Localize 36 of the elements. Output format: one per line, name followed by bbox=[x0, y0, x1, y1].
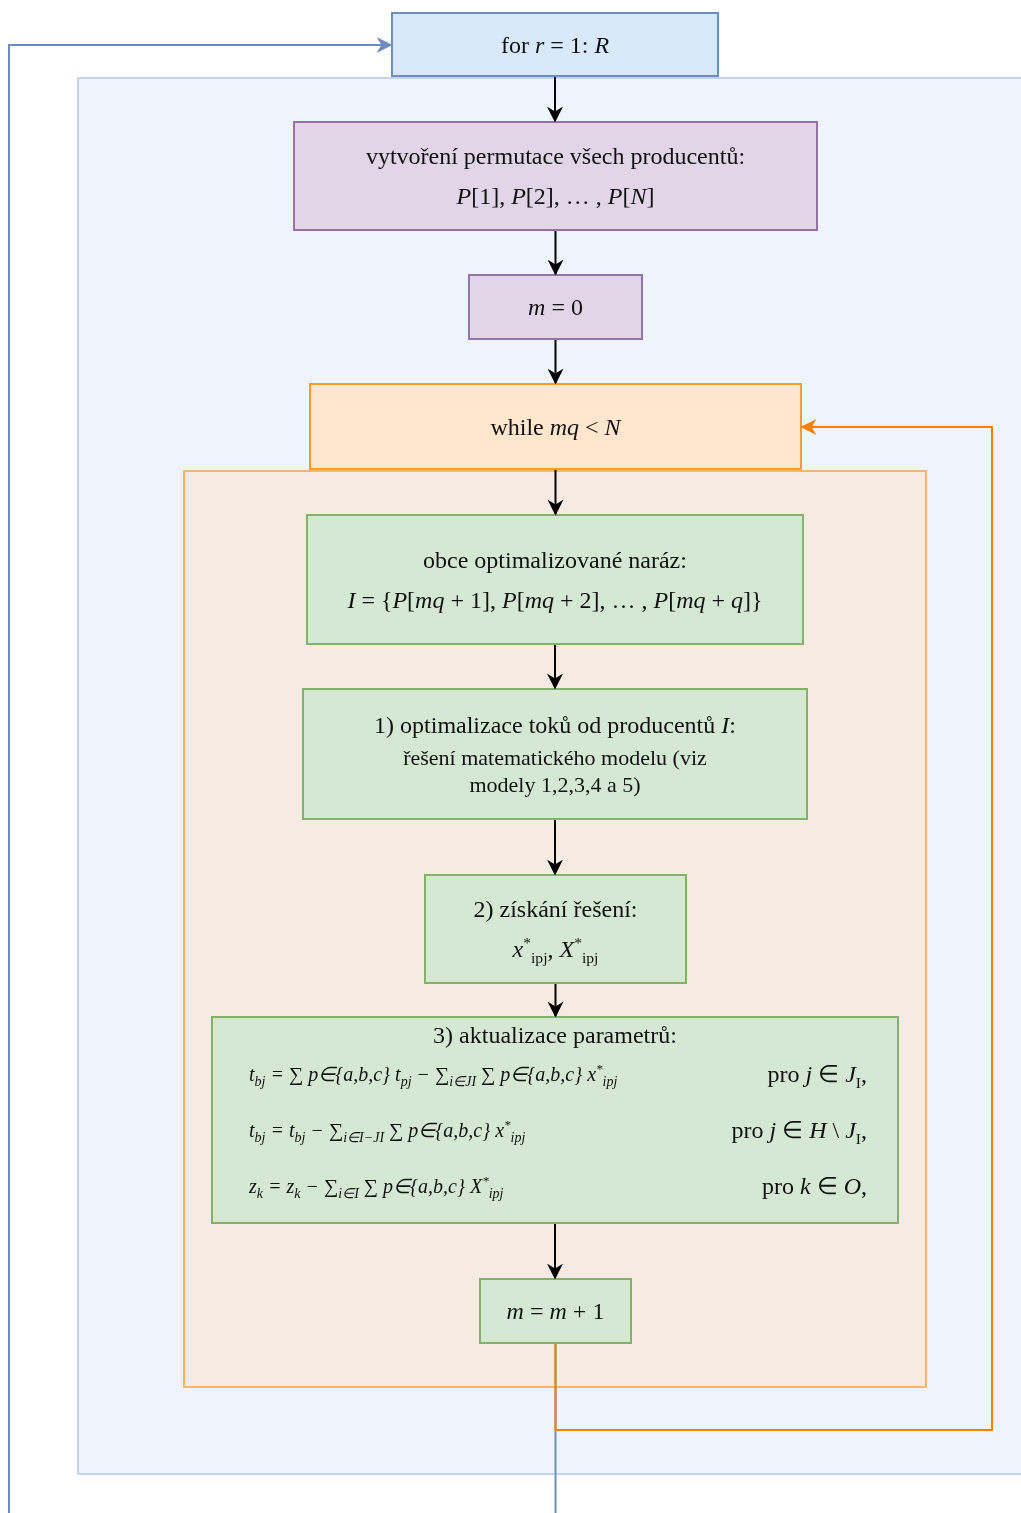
process-box bbox=[468, 274, 643, 340]
box-text: m = 0 bbox=[528, 293, 583, 322]
loop-body-container bbox=[183, 470, 927, 1388]
box-text: P[1], P[2], … , P[N] bbox=[456, 182, 655, 211]
arrow bbox=[547, 1223, 563, 1280]
process-box bbox=[211, 1016, 899, 1224]
arrow bbox=[547, 469, 564, 516]
arrow bbox=[547, 983, 564, 1018]
loop-header-box bbox=[309, 383, 802, 470]
arrow bbox=[547, 230, 564, 276]
process-box bbox=[479, 1278, 632, 1344]
box-heading: 2) získání řešení: bbox=[473, 895, 638, 924]
box-text: řešení matematického modelu (viz modely 1,2,3,4 a 5) bbox=[402, 743, 708, 799]
box-text: while mq < N bbox=[490, 412, 621, 442]
loop-body-container bbox=[77, 77, 1021, 1475]
process-box bbox=[424, 874, 687, 984]
box-text: for r = 1: R bbox=[500, 30, 610, 60]
box-heading: vytvoření permutace všech producentů: bbox=[365, 142, 746, 171]
condition-text: pro k ∈ O, bbox=[762, 1172, 867, 1200]
arrow bbox=[547, 819, 563, 876]
loop-header-box bbox=[391, 12, 719, 77]
box-heading: 3) aktualizace parametrů: bbox=[433, 1021, 677, 1050]
process-box bbox=[293, 121, 818, 231]
box-text: I = {P[mq + 1], P[mq + 2], … , P[mq + q]} bbox=[347, 585, 763, 615]
arrow bbox=[8, 37, 393, 1513]
arrow bbox=[547, 644, 563, 690]
condition-text: pro j ∈ J$_{I}$, bbox=[767, 1060, 867, 1088]
box-heading: 1) optimalizace toků od producentů I: bbox=[374, 710, 736, 740]
process-box bbox=[306, 514, 804, 645]
arrow bbox=[554, 419, 993, 1431]
process-box bbox=[302, 688, 808, 820]
arrow bbox=[547, 76, 563, 123]
box-text: m = m + 1 bbox=[506, 1297, 605, 1326]
arrow bbox=[547, 339, 564, 385]
condition-text: pro j ∈ H \ J$_{I}$, bbox=[731, 1116, 867, 1144]
box-heading: obce optimalizované naráz: bbox=[423, 545, 687, 575]
